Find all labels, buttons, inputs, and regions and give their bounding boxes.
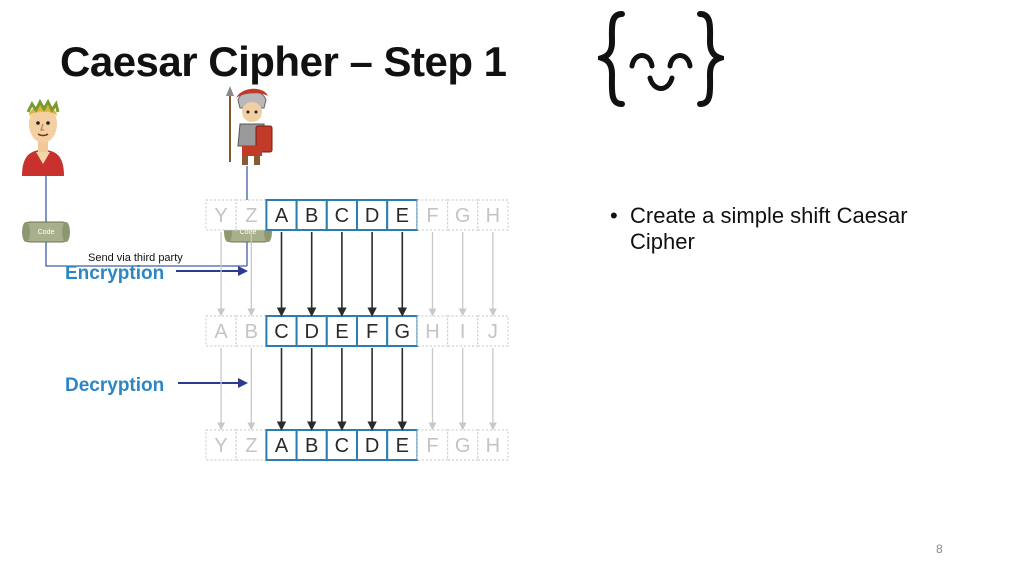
letter-cell	[447, 315, 479, 347]
letter-cell	[265, 199, 298, 231]
letter-label: E	[396, 205, 409, 227]
roman-soldier-avatar	[206, 86, 274, 166]
transport-line-caesar	[45, 176, 247, 267]
letter-label: A	[275, 435, 289, 457]
letter-label: F	[366, 321, 378, 343]
letter-label: B	[245, 321, 258, 343]
letter-label: A	[214, 321, 228, 343]
letter-cell	[386, 199, 419, 231]
letter-label: H	[486, 435, 500, 457]
letter-label: B	[305, 205, 318, 227]
scroll-label: Code	[240, 229, 257, 236]
letter-label: C	[335, 205, 349, 227]
letter-label: D	[365, 435, 379, 457]
transport-label: Send via third party	[88, 252, 183, 264]
scroll-label: Code	[38, 229, 55, 236]
caesar-avatar	[16, 94, 70, 176]
bullet-item: Create a simple shift Caesar Cipher	[630, 203, 908, 254]
letter-label: Y	[214, 435, 227, 457]
letter-cell	[477, 429, 509, 461]
letter-label: C	[335, 435, 349, 457]
letter-label: Y	[214, 205, 227, 227]
letter-label: I	[460, 321, 466, 343]
letter-cell	[295, 429, 328, 461]
face-logo-icon	[598, 11, 724, 107]
letter-label: E	[396, 435, 409, 457]
letter-cell	[447, 199, 479, 231]
letter-label: A	[275, 205, 289, 227]
slide-title: Caesar Cipher – Step 1	[60, 38, 507, 85]
letter-cell	[416, 315, 449, 347]
letter-label: B	[305, 435, 318, 457]
letter-label: D	[304, 321, 318, 343]
bullet-dot: •	[610, 203, 618, 228]
letter-label: Z	[245, 435, 257, 457]
letter-cell	[447, 429, 479, 461]
page-number: 8	[936, 542, 943, 556]
bullet-list: • Create a simple shift Caesar Cipher	[610, 203, 930, 255]
scroll-icon: Code	[22, 221, 70, 243]
letter-cell	[477, 315, 509, 347]
letter-label: H	[486, 205, 500, 227]
letter-label: E	[335, 321, 348, 343]
letter-label: C	[274, 321, 288, 343]
letter-cell	[295, 199, 328, 231]
letter-label: F	[426, 205, 438, 227]
letter-label: G	[395, 321, 411, 343]
encryption-label: Encryption	[65, 263, 164, 284]
letter-label: J	[488, 321, 498, 343]
letter-cell	[477, 199, 509, 231]
letter-label: H	[425, 321, 439, 343]
decryption-label: Decryption	[65, 375, 164, 396]
letter-label: G	[455, 435, 471, 457]
letter-label: Z	[245, 205, 257, 227]
letter-cell	[356, 429, 389, 461]
letter-cell	[235, 315, 267, 347]
letter-label: G	[455, 205, 471, 227]
letter-cell	[325, 429, 358, 461]
letter-label: F	[426, 435, 438, 457]
letter-label: D	[365, 205, 379, 227]
